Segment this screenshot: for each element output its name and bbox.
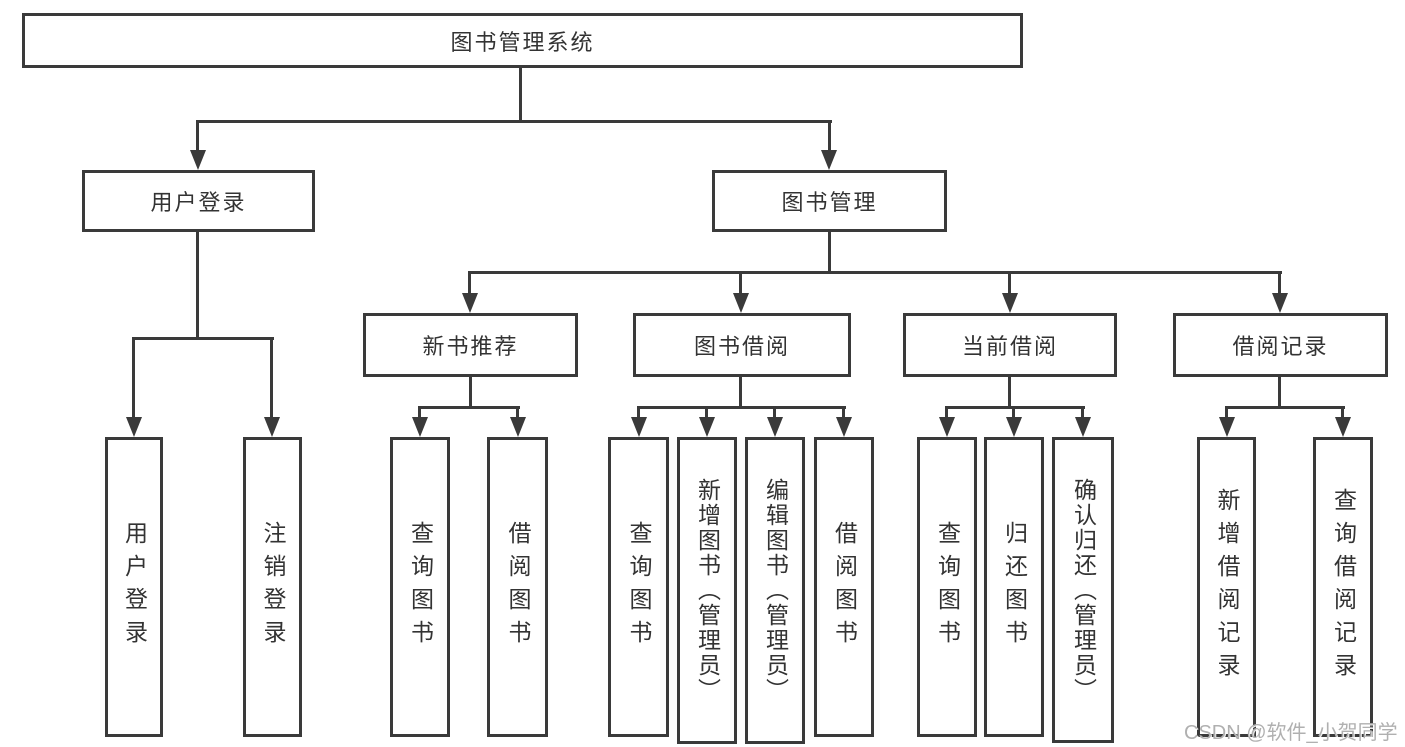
node-root-label: 图书管理系统 — [450, 29, 595, 55]
node-new-book-recommend-label: 新书推荐 — [422, 334, 519, 359]
node-cb-confirm-return-admin-label: 确认归还（管理员） — [1070, 477, 1097, 703]
connector-root-rail — [196, 120, 832, 123]
connector-stub-current-borrow — [1008, 271, 1011, 295]
node-login-leaf-label: 用户登录 — [121, 521, 148, 653]
arrow-down-br-add — [1219, 417, 1235, 437]
arrow-down-nbr-borrow — [510, 417, 526, 437]
node-nbr-query-books-label: 查询图书 — [407, 521, 434, 653]
node-book-borrow-label: 图书借阅 — [693, 334, 790, 359]
node-cb-return-books-label: 归还图书 — [1001, 521, 1028, 653]
connector-stub-bb-borrow — [842, 406, 845, 419]
node-bb-query-books-label: 查询图书 — [626, 521, 652, 653]
node-borrow-record-label: 借阅记录 — [1232, 334, 1329, 359]
node-nbr-borrow-books: 借阅图书 — [487, 437, 548, 737]
arrow-down-login — [126, 417, 142, 437]
connector-bookmgmt-drop — [828, 232, 831, 274]
connector-stub-cb-query — [945, 406, 948, 419]
connector-stub-cb-confirm — [1081, 406, 1084, 419]
node-borrow-record: 借阅记录 — [1173, 313, 1388, 377]
arrow-down-new-book-recommend — [462, 293, 478, 313]
connector-stub-bb-query — [637, 406, 640, 419]
connector-stub-br-query — [1341, 406, 1344, 419]
node-bb-add-books-admin-label: 新增图书（管理员） — [694, 478, 721, 703]
connector-userlogin-rail — [132, 337, 274, 340]
arrow-down-logout — [264, 417, 280, 437]
node-current-borrow-label: 当前借阅 — [961, 334, 1058, 359]
connector-stub-login — [132, 337, 135, 419]
arrow-down-bb-add — [699, 417, 715, 437]
node-br-add-record-label: 新增借阅记录 — [1214, 488, 1240, 686]
node-logout-leaf-label: 注销登录 — [260, 521, 286, 653]
connector-stub-nbr-query — [418, 406, 421, 419]
arrow-down-bb-query — [631, 417, 647, 437]
node-current-borrow: 当前借阅 — [903, 313, 1117, 377]
node-br-query-record: 查询借阅记录 — [1313, 437, 1373, 737]
node-book-management-label: 图书管理 — [781, 190, 878, 215]
node-bb-add-books-admin: 新增图书（管理员） — [677, 437, 737, 744]
connector-stub-nbr-borrow — [516, 406, 519, 419]
node-bb-edit-books-admin: 编辑图书（管理员） — [745, 437, 805, 744]
node-nbr-borrow-books-label: 借阅图书 — [505, 521, 531, 653]
arrow-down-book-management — [821, 150, 837, 170]
connector-stub-borrow-record — [1278, 271, 1281, 295]
connector-bb-drop — [739, 377, 742, 409]
connector-nbr-rail — [418, 406, 520, 409]
node-cb-confirm-return-admin: 确认归还（管理员） — [1052, 437, 1114, 743]
node-new-book-recommend: 新书推荐 — [363, 313, 578, 377]
node-user-login-label: 用户登录 — [150, 190, 247, 215]
node-nbr-query-books: 查询图书 — [390, 437, 450, 737]
node-cb-query-books: 查询图书 — [917, 437, 977, 737]
arrow-down-cb-query — [939, 417, 955, 437]
node-user-login: 用户登录 — [82, 170, 315, 232]
arrow-down-br-query — [1335, 417, 1351, 437]
arrow-down-user-login — [190, 150, 206, 170]
connector-bb-rail — [637, 406, 846, 409]
node-book-management: 图书管理 — [712, 170, 947, 232]
node-bb-borrow-books-label: 借阅图书 — [831, 521, 858, 653]
connector-root-drop — [519, 68, 522, 123]
connector-stub-user-login — [196, 120, 199, 152]
node-cb-return-books: 归还图书 — [984, 437, 1044, 737]
node-br-add-record: 新增借阅记录 — [1197, 437, 1256, 737]
arrow-down-bb-borrow — [836, 417, 852, 437]
arrow-down-nbr-query — [412, 417, 428, 437]
connector-stub-cb-return — [1012, 406, 1015, 419]
arrow-down-cb-return — [1006, 417, 1022, 437]
arrow-down-cb-confirm — [1075, 417, 1091, 437]
connector-stub-book-borrow — [739, 271, 742, 295]
csdn-watermark: CSDN @软件_小贺同学 — [1184, 722, 1398, 744]
connector-cb-drop — [1008, 377, 1011, 409]
connector-bookmgmt-rail — [468, 271, 1282, 274]
node-login-leaf: 用户登录 — [105, 437, 163, 737]
arrow-down-current-borrow — [1002, 293, 1018, 313]
connector-userlogin-drop — [196, 232, 199, 340]
arrow-down-book-borrow — [733, 293, 749, 313]
arrow-down-bb-edit — [767, 417, 783, 437]
connector-stub-bb-add — [705, 406, 708, 419]
connector-br-drop — [1278, 377, 1281, 409]
connector-nbr-drop — [469, 377, 472, 409]
connector-stub-book-management — [828, 120, 831, 152]
connector-stub-br-add — [1225, 406, 1228, 419]
connector-stub-new-book-recommend — [468, 271, 471, 295]
connector-stub-bb-edit — [773, 406, 776, 419]
node-bb-edit-books-admin-label: 编辑图书（管理员） — [762, 478, 789, 703]
node-logout-leaf: 注销登录 — [243, 437, 302, 737]
node-bb-query-books: 查询图书 — [608, 437, 669, 737]
connector-br-rail — [1225, 406, 1345, 409]
arrow-down-borrow-record — [1272, 293, 1288, 313]
connector-stub-logout — [270, 337, 273, 419]
node-bb-borrow-books: 借阅图书 — [814, 437, 874, 737]
node-br-query-record-label: 查询借阅记录 — [1330, 488, 1357, 686]
node-root: 图书管理系统 — [22, 13, 1023, 68]
node-cb-query-books-label: 查询图书 — [934, 521, 961, 653]
node-book-borrow: 图书借阅 — [633, 313, 851, 377]
connector-cb-rail — [945, 406, 1085, 409]
